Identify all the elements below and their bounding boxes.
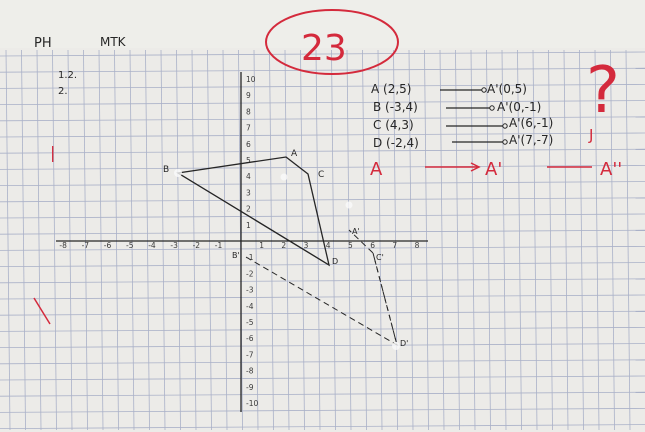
y-axis-ticks: 10 9 8 7 6 5 4 3 2 1 -1 -2 -3 -4 -5 -6 -7 -8 -9 -10 <box>246 75 258 408</box>
grade-mark: ? <box>586 54 620 128</box>
y-tick-label: -8 <box>246 367 254 376</box>
diagonal <box>177 172 330 266</box>
label-a-image: A' <box>352 227 360 236</box>
chain-a-prime: A' <box>485 159 502 180</box>
y-tick-label: -10 <box>246 399 258 408</box>
y-tick-label: -4 <box>246 302 254 311</box>
y-tick-label: 2 <box>246 205 251 214</box>
mapping-list: A (2,5) B (-3,4) C (4,3) D (-2,4) A'(0,5… <box>371 82 553 150</box>
y-tick-label: 10 <box>246 75 256 84</box>
y-tick-label: 8 <box>246 107 251 116</box>
mapping-to-4: A'(7,-7) <box>509 133 553 147</box>
chain-a: A <box>370 159 383 180</box>
margin-stroke <box>33 297 51 325</box>
x-tick-label: 7 <box>392 241 397 250</box>
label-d: D <box>332 257 338 266</box>
margin-mark: | <box>50 143 55 162</box>
x-tick-label: 6 <box>370 241 375 250</box>
label-a: A <box>291 149 298 159</box>
image-outline <box>245 229 398 347</box>
y-tick-label: -5 <box>246 318 254 327</box>
x-tick-label: 1 <box>259 241 264 250</box>
y-tick-label: 5 <box>246 156 251 165</box>
label-b: B <box>163 165 169 175</box>
item-number-first: 1.2. <box>58 70 77 81</box>
item-number-second: 2. <box>58 86 68 97</box>
header-right: MTK <box>100 35 127 49</box>
x-tick-label: 3 <box>304 241 309 250</box>
x-tick-label: 2 <box>281 241 286 250</box>
x-tick-label: -2 <box>193 241 201 250</box>
y-tick-label: 9 <box>246 91 251 100</box>
mapping-from-1: A (2,5) <box>371 82 411 96</box>
y-tick-label: -7 <box>246 350 254 359</box>
x-tick-label: -7 <box>82 241 90 250</box>
mapping-from-3: C (4,3) <box>373 118 414 132</box>
mapping-to-1: A'(0,5) <box>487 82 527 96</box>
x-tick-label: 5 <box>348 241 353 250</box>
chain-a-double-prime: A'' <box>600 159 622 180</box>
label-b-image: B' <box>232 251 240 260</box>
end-mark: J <box>588 126 593 144</box>
x-tick-label: -1 <box>215 241 223 250</box>
label-c: C <box>318 170 324 180</box>
label-c-image: C' <box>376 253 384 262</box>
x-tick-label: -8 <box>59 241 67 250</box>
y-tick-label: -9 <box>246 383 254 392</box>
transform-chain: A A' A'' <box>370 159 622 180</box>
x-tick-label: -6 <box>104 241 112 250</box>
mapping-from-4: D (-2,4) <box>373 136 419 150</box>
grid-lines <box>0 49 645 431</box>
x-axis-ticks: -8 -7 -6 -5 -4 -3 -2 -1 1 2 3 4 5 6 7 8 <box>59 241 419 250</box>
y-tick-label: 3 <box>246 188 251 197</box>
y-tick-label: 4 <box>246 172 251 181</box>
coordinate-plane: -8 -7 -6 -5 -4 -3 -2 -1 1 2 3 4 5 6 7 8 10 9 8 7 6 5 4 3 2 1 -1 -2… <box>56 72 428 412</box>
y-tick-label: 7 <box>246 124 251 133</box>
mapping-to-3: A'(6,-1) <box>509 116 553 130</box>
header-left: PH <box>34 36 52 51</box>
x-tick-label: -3 <box>170 241 178 250</box>
score-value: 23 <box>301 28 347 69</box>
x-tick-label: 4 <box>326 241 331 250</box>
y-tick-label: -2 <box>246 269 254 278</box>
y-tick-label: 1 <box>246 221 251 230</box>
y-tick-label: -1 <box>246 253 254 262</box>
x-tick-label: -5 <box>126 241 134 250</box>
x-tick-label: 8 <box>415 241 420 250</box>
y-tick-label: -3 <box>246 286 254 295</box>
y-tick-label: 6 <box>246 140 251 149</box>
score-circle <box>265 9 399 75</box>
label-d-image: D' <box>400 339 408 348</box>
y-tick-label: -6 <box>246 334 254 343</box>
mapping-to-2: A'(0,-1) <box>497 100 541 114</box>
x-tick-label: -4 <box>148 241 156 250</box>
mapping-from-2: B (-3,4) <box>373 100 418 114</box>
